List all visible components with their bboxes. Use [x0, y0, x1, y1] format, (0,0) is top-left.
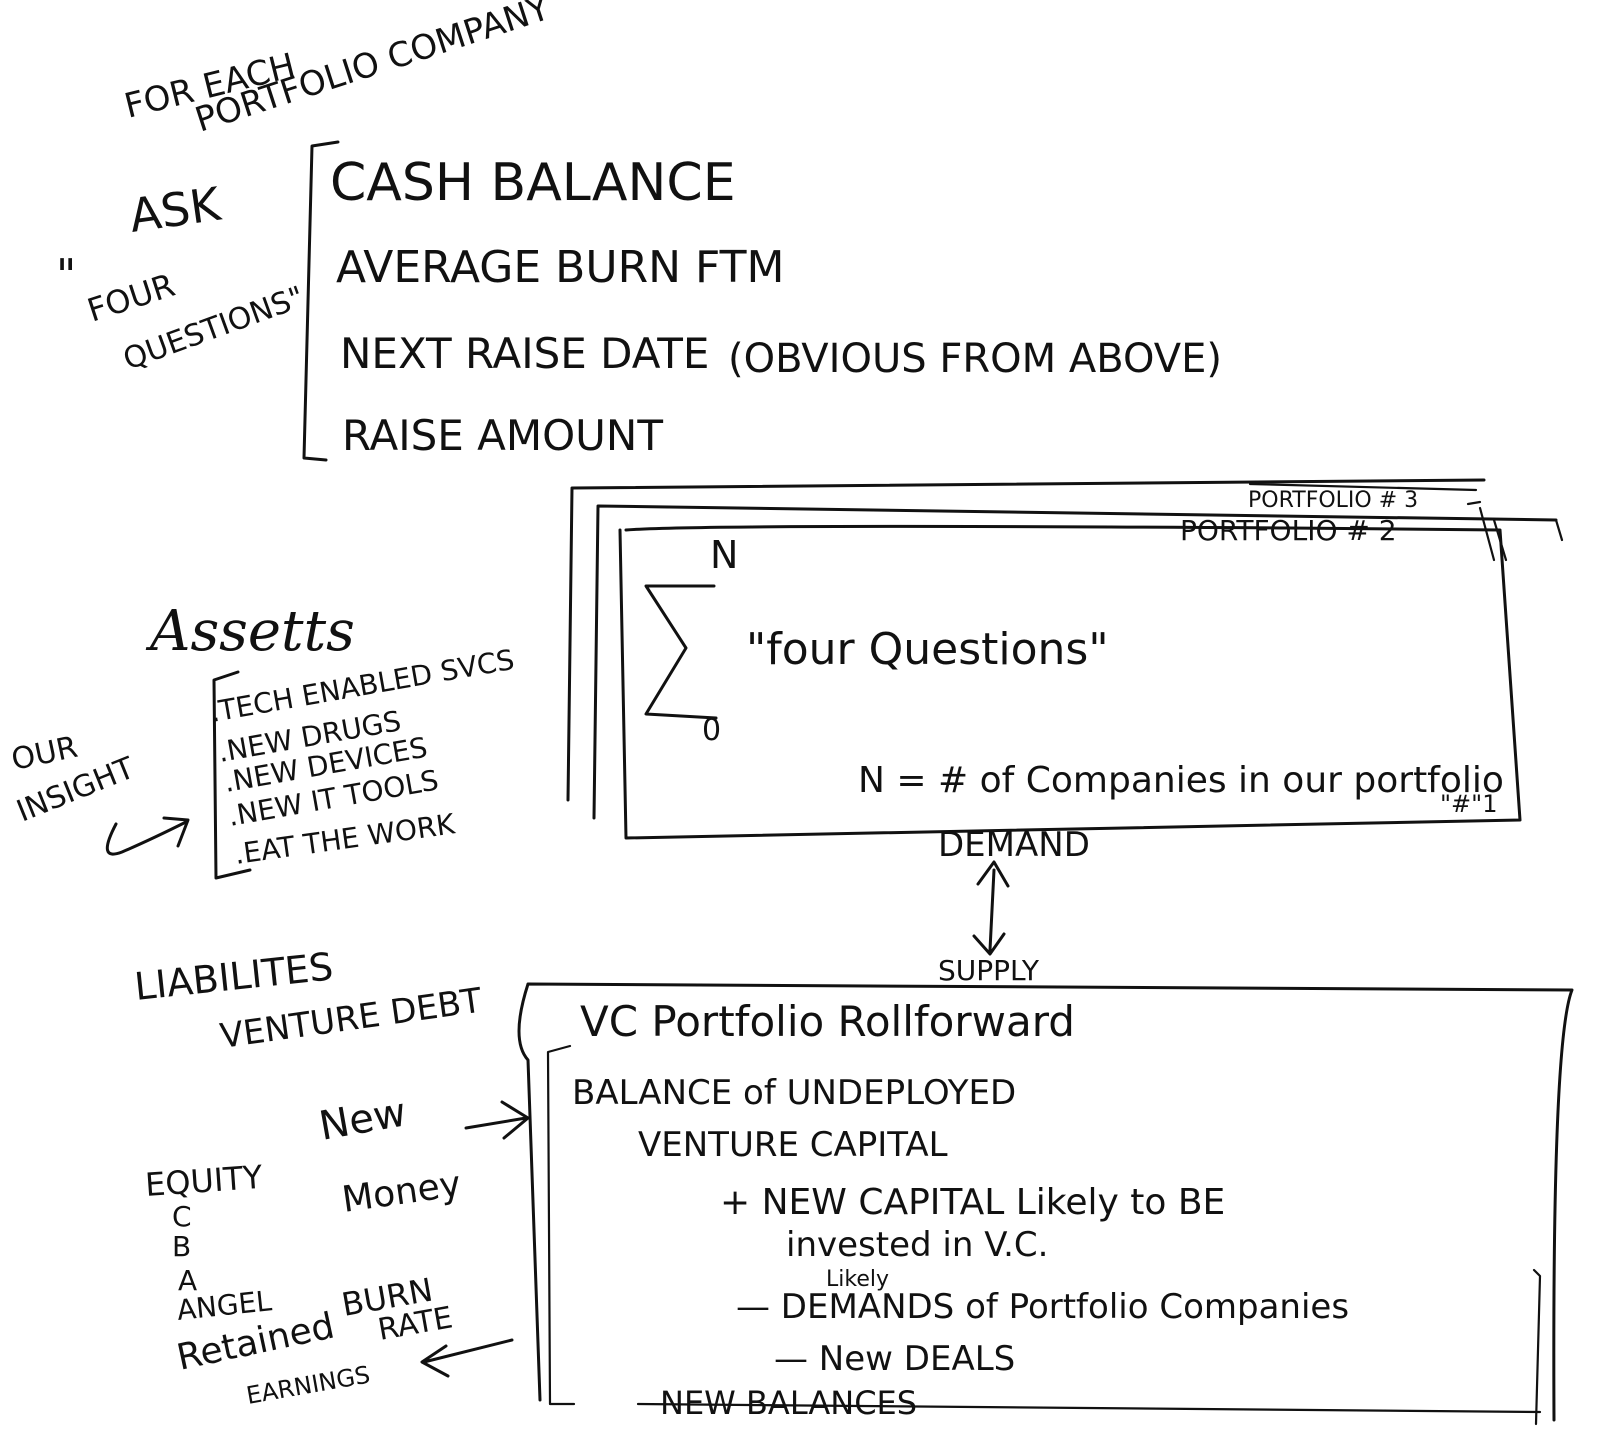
rollforward-line-new-deals: — New DEALS — [774, 1339, 1015, 1379]
assets-title: Assetts — [145, 599, 355, 664]
equity-label: EQUITY — [144, 1158, 264, 1204]
ask-bracket — [302, 140, 340, 462]
rollforward-title: VC Portfolio Rollforward — [580, 997, 1075, 1046]
rollforward-line-new-capital: + NEW CAPITAL Likely to BE — [720, 1182, 1225, 1223]
rollforward-line-balance: BALANCE of UNDEPLOYED — [572, 1073, 1016, 1113]
assets-block: Assetts .TECH ENABLED SVCS .NEW DRUGS .N… — [8, 599, 517, 880]
question-raise-amount: RAISE AMOUNT — [342, 411, 663, 460]
sigma-lower-limit: 0 — [702, 713, 721, 748]
liabilities-title: LIABILITES — [132, 944, 335, 1009]
supply-label: SUPPLY — [938, 954, 1040, 987]
portfolio-sheet-3 — [566, 478, 1486, 802]
assets-bracket — [212, 670, 252, 880]
capital-sources: New Money EQUITY C B A ANGEL Retained EA… — [144, 1089, 530, 1410]
round-a: A — [178, 1264, 197, 1297]
sum-four-questions: "four Questions" — [746, 624, 1109, 675]
round-b: B — [172, 1230, 191, 1263]
question-next-raise-note: (OBVIOUS FROM ABOVE) — [728, 336, 1222, 382]
portfolio-stack: PORTFOLIO # 3 PORTFOLIO # 2 N 0 "four Qu… — [566, 478, 1564, 840]
new-money-arrow — [464, 1100, 530, 1140]
rollforward-frame — [517, 982, 1574, 1422]
demand-label: DEMAND — [938, 825, 1090, 865]
money-label: Money — [340, 1164, 464, 1221]
portfolio-sheet-3-tab-line — [1248, 482, 1478, 492]
round-c: C — [172, 1200, 192, 1233]
rollforward-right-tick — [1532, 1268, 1542, 1426]
liabilities-block: LIABILITES VENTURE DEBT — [132, 944, 484, 1057]
question-next-raise-date: NEXT RAISE DATE — [340, 329, 709, 378]
rollforward-box: VC Portfolio Rollforward BALANCE of UNDE… — [517, 982, 1574, 1426]
portfolio-sheet-2 — [592, 504, 1558, 820]
sigma-upper-limit: N — [710, 533, 738, 577]
new-label: New — [316, 1089, 410, 1149]
question-cash-balance: CASH BALANCE — [330, 153, 736, 213]
n-definition-tail: "#"1 — [1440, 790, 1497, 818]
question-average-burn: AVERAGE BURN FTM — [336, 242, 784, 293]
n-definition: N = # of Companies in our portfolio — [858, 760, 1504, 801]
ask-label: ASK — [126, 177, 225, 243]
rollforward-line-likely: Likely — [826, 1267, 889, 1292]
header-note: FOR EACH PORTFOLIO COMPANY — [121, 0, 555, 141]
demand-supply-arrow — [972, 860, 1010, 956]
portfolio-sheet-front — [618, 524, 1522, 840]
sigma-symbol — [644, 584, 718, 720]
rollforward-line-invested: invested in V.C. — [786, 1225, 1048, 1265]
portfolio-tab-2: PORTFOLIO # 2 — [1180, 514, 1397, 547]
rollforward-line-demands: — DEMANDS of Portfolio Companies — [736, 1287, 1349, 1327]
insight-arrow — [105, 816, 190, 856]
rollforward-inner-bracket — [546, 1044, 576, 1406]
ask-block: ASK " FOUR QUESTIONS" CASH BALANCE AVERA… — [56, 140, 1222, 462]
burn-rate-arrow — [420, 1338, 514, 1378]
rollforward-line-new-balances: NEW BALANCES — [660, 1384, 917, 1422]
portfolio-tab-marks — [1466, 500, 1564, 562]
earnings-label: EARNINGS — [244, 1361, 372, 1410]
four-label: FOUR — [83, 266, 180, 330]
ask-quote-open: " — [56, 250, 76, 301]
demand-supply-flow: DEMAND SUPPLY — [938, 825, 1090, 987]
rollforward-line-venture-capital: VENTURE CAPITAL — [638, 1125, 948, 1165]
our-label: OUR — [8, 730, 80, 778]
portfolio-tab-3: PORTFOLIO # 3 — [1248, 488, 1418, 513]
rollforward-total-line — [636, 1402, 1542, 1414]
